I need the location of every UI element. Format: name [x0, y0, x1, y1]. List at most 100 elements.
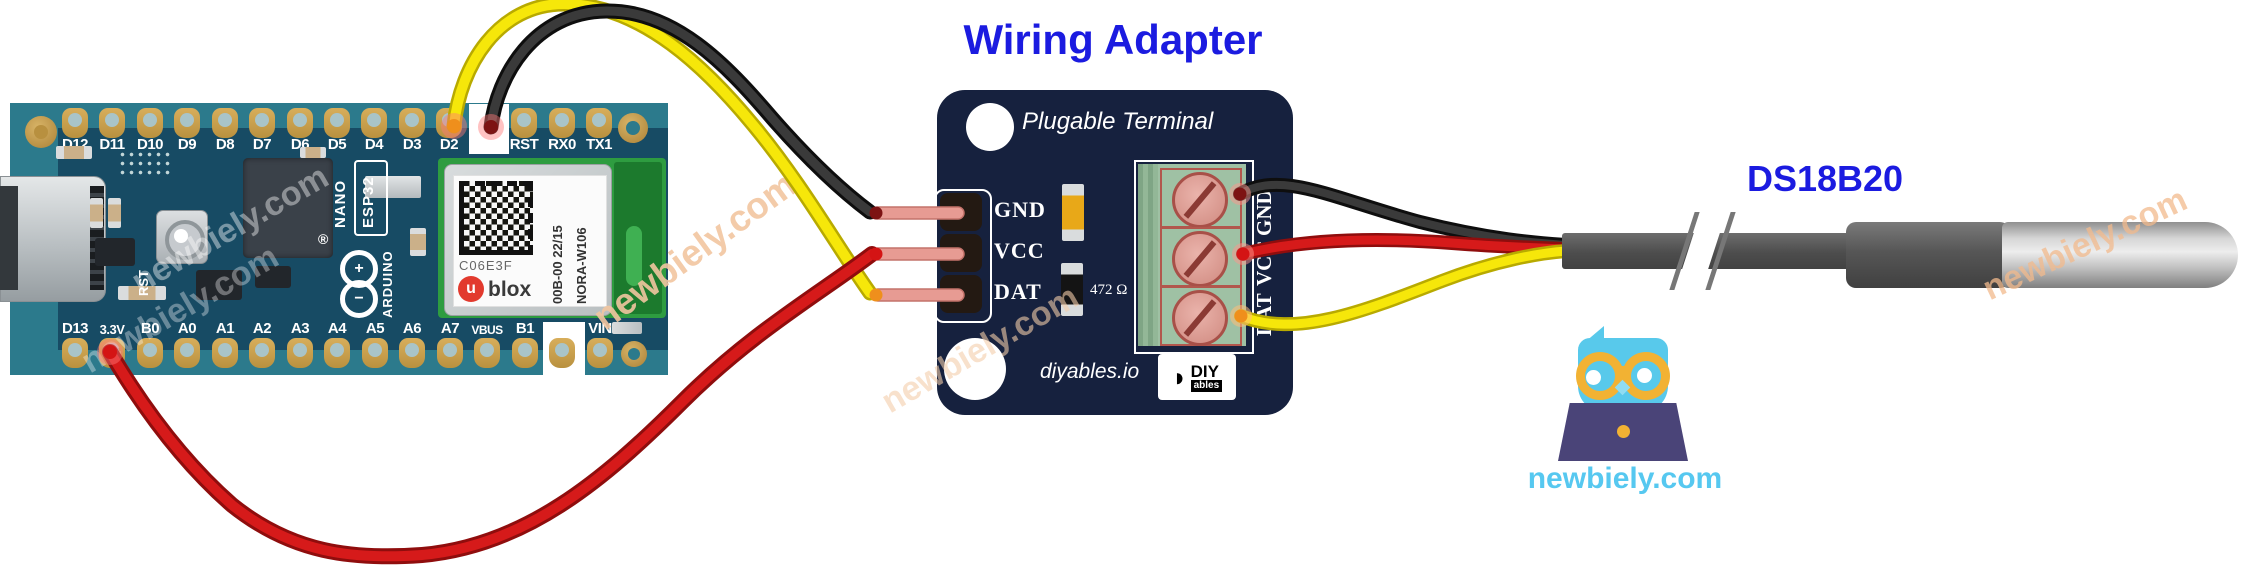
terminal-screw [1172, 231, 1228, 287]
pin-label: D2 [439, 136, 459, 153]
smd-component [118, 286, 166, 300]
pin-label: TX1 [585, 136, 613, 153]
smd-component [108, 198, 121, 228]
header-pin-dat [871, 288, 965, 302]
pin-pad [174, 338, 200, 368]
module-rf-shield: C06E3F u blox 00B-00 22/15 NORA-W106 [444, 164, 612, 316]
pin-pad [137, 108, 163, 138]
pin-pad [249, 108, 275, 138]
adapter-hole [966, 103, 1014, 151]
pin-label: A6 [402, 320, 422, 337]
pin-label: D8 [215, 136, 235, 153]
ic-component [255, 266, 291, 288]
ic-component [95, 238, 135, 266]
smd-component [56, 146, 92, 159]
pin-pad [287, 338, 313, 368]
module-antenna [614, 162, 662, 314]
smd-component [90, 198, 103, 228]
usb-c-opening [0, 186, 18, 290]
owl-glasses-left-icon [1576, 352, 1624, 400]
pin-pad [287, 108, 313, 138]
header-pin-gnd [871, 206, 965, 220]
header-pin-label-gnd: GND [994, 197, 1046, 222]
pin-pad [399, 108, 425, 138]
adapter-header-pins [871, 206, 965, 302]
sensor-sleeve [1846, 222, 2010, 288]
smd-component [410, 228, 426, 256]
pin-label: A4 [327, 320, 347, 337]
pin-pad [549, 338, 575, 368]
pin-pad [137, 338, 163, 368]
smd-component [300, 147, 326, 158]
pin-pad [511, 108, 537, 138]
via-grid [118, 150, 172, 178]
pin-pad [587, 338, 613, 368]
laptop-logo-dot-icon [1617, 425, 1630, 438]
pin-pad [324, 338, 350, 368]
junction-terminal-dat [1234, 309, 1248, 323]
pin-label: D10 [136, 136, 164, 153]
pin-label: D4 [364, 136, 384, 153]
esp32-silkscreen-frame [354, 160, 388, 236]
pin-pad [212, 108, 238, 138]
pin-label: RST [509, 136, 539, 153]
pin-pad [549, 108, 575, 138]
junction-terminal-gnd [1233, 187, 1247, 201]
pin-pad [361, 108, 387, 138]
terminal-frame [1134, 160, 1254, 354]
registered-mark: ® [318, 231, 329, 247]
reset-button [156, 210, 208, 264]
pin-label: RX0 [548, 136, 576, 153]
terminal-block [1138, 164, 1246, 346]
junction-d2 [447, 119, 461, 133]
pin-pad [362, 338, 388, 368]
u-blox-wordmark: blox [488, 278, 532, 301]
module-code: C06E3F [459, 258, 513, 273]
resistor-component [1061, 263, 1083, 316]
module-label-sticker: C06E3F u blox 00B-00 22/15 NORA-W106 [453, 175, 607, 307]
pin-label: D7 [252, 136, 272, 153]
newbiely-site-text: newbiely.com [1527, 462, 1723, 495]
pin-label: A3 [290, 320, 310, 337]
wire-ground-outline [483, 3, 878, 220]
wire-power-right [1238, 235, 1571, 259]
owl-glasses-right-icon [1622, 352, 1670, 400]
adapter-hole [944, 338, 1006, 400]
pin-label: VBUS [471, 323, 503, 337]
pin-pad [324, 108, 350, 138]
diyables-site-text: diyables.io [1040, 360, 1140, 383]
pin-label: D9 [177, 136, 197, 153]
terminal-screw [1172, 172, 1228, 228]
pin-label: B1 [515, 320, 535, 337]
pin-label: D3 [402, 136, 422, 153]
ic-component [196, 270, 242, 300]
reset-button-cap [174, 229, 188, 243]
newbiely-logo: newbiely.com [1490, 320, 1760, 510]
junction-adapter-dat [869, 288, 883, 302]
header-pin-label-dat: DAT [994, 279, 1042, 304]
diyables-logo-text: DIY [1190, 361, 1219, 381]
header-pin-label-vcc: VCC [994, 238, 1045, 263]
wiring-adapter-title: Wiring Adapter [963, 16, 1263, 63]
terminal-screw [1172, 290, 1228, 346]
datamatrix-code [459, 181, 533, 255]
pin-label: A7 [440, 320, 460, 337]
pin-pad [249, 338, 275, 368]
nora-w106-module: C06E3F u blox 00B-00 22/15 NORA-W106 [438, 158, 666, 318]
crystal-oscillator [365, 176, 421, 198]
pin-pad [62, 338, 88, 368]
junction-gnd [484, 120, 498, 134]
pin-pad [512, 338, 538, 368]
terminal-cell [1160, 227, 1242, 287]
capacitor-component [1062, 184, 1084, 241]
diyables-logo-icon: ◗ [1171, 362, 1188, 392]
terminal-left-band [1138, 164, 1158, 346]
pin-label: A2 [252, 320, 272, 337]
junction-adapter-gnd [869, 206, 883, 220]
owl-glasses-bridge-icon [1618, 366, 1626, 372]
ds18b20-label: DS18B20 [1746, 158, 1904, 199]
pin-pad [99, 108, 125, 138]
junction-3v3 [103, 345, 117, 359]
arduino-logo-minus-ring: − [340, 280, 378, 318]
